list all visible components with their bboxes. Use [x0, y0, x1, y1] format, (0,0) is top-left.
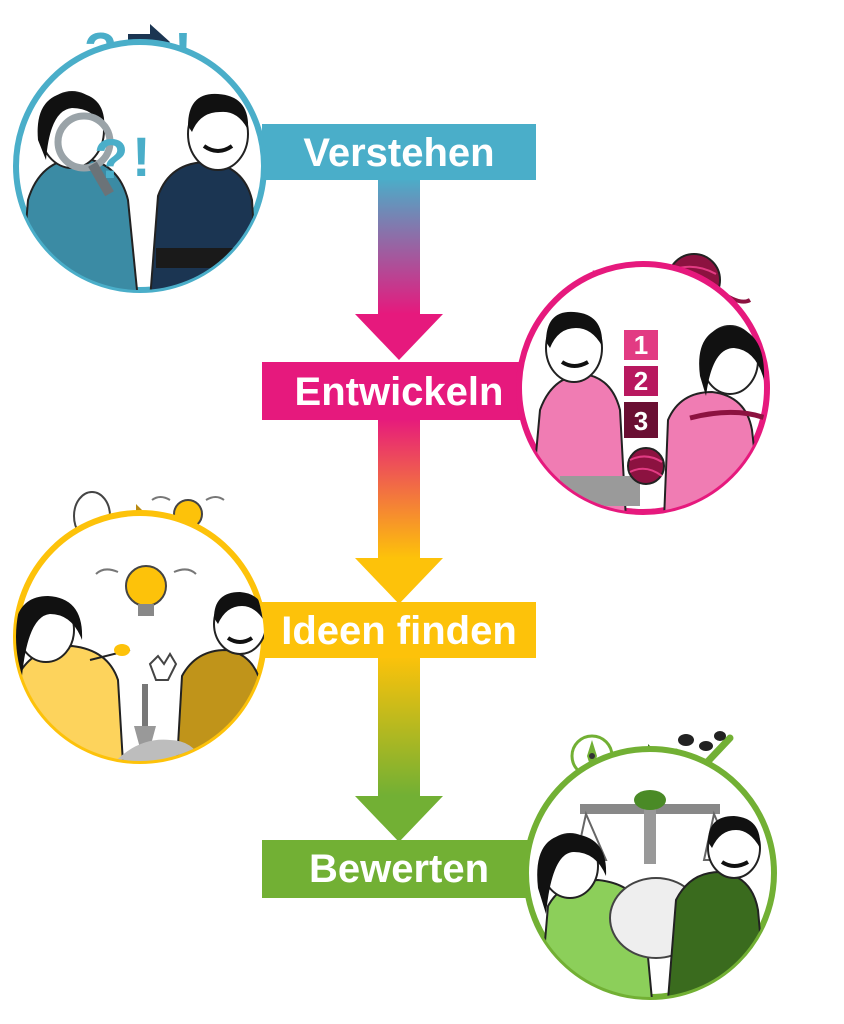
- yarn-ball-icon: [627, 447, 665, 485]
- cracked-shell: [148, 652, 178, 681]
- illustration-verstehen: ? ! ? !: [13, 22, 267, 293]
- stage-label-entwickeln: Entwickeln: [295, 370, 504, 414]
- svg-text:!: !: [132, 125, 151, 188]
- stage-label-verstehen: Verstehen: [303, 131, 494, 175]
- connector-verstehen-entwickeln: [355, 178, 443, 360]
- connector-entwickeln-ideen: [355, 418, 443, 604]
- cow-spots-icon: [678, 731, 726, 751]
- illustration-ideen-finden: [13, 491, 267, 764]
- stage-bar-ideen-finden: [262, 602, 536, 658]
- stage-bar-entwickeln: [262, 362, 536, 420]
- stage-label-bewerten: Bewerten: [309, 847, 489, 891]
- step-ladder: 1 2 3: [624, 330, 658, 438]
- step-number-3: 3: [634, 406, 648, 436]
- magnifier-icon: [54, 112, 114, 197]
- step-number-1: 1: [634, 330, 648, 360]
- step-number-2: 2: [634, 366, 648, 396]
- stage-label-ideen-finden: Ideen finden: [281, 609, 517, 653]
- lightbulb-icon: [95, 565, 197, 616]
- dirt-pile: [100, 739, 210, 761]
- connector-ideen-bewerten: [355, 656, 443, 842]
- svg-text:?: ?: [94, 127, 128, 190]
- stage-bar-verstehen: [262, 124, 536, 180]
- stage-bar-bewerten: [262, 840, 536, 898]
- illustration-bewerten: [523, 731, 777, 1000]
- illustration-entwickeln: !: [516, 253, 770, 515]
